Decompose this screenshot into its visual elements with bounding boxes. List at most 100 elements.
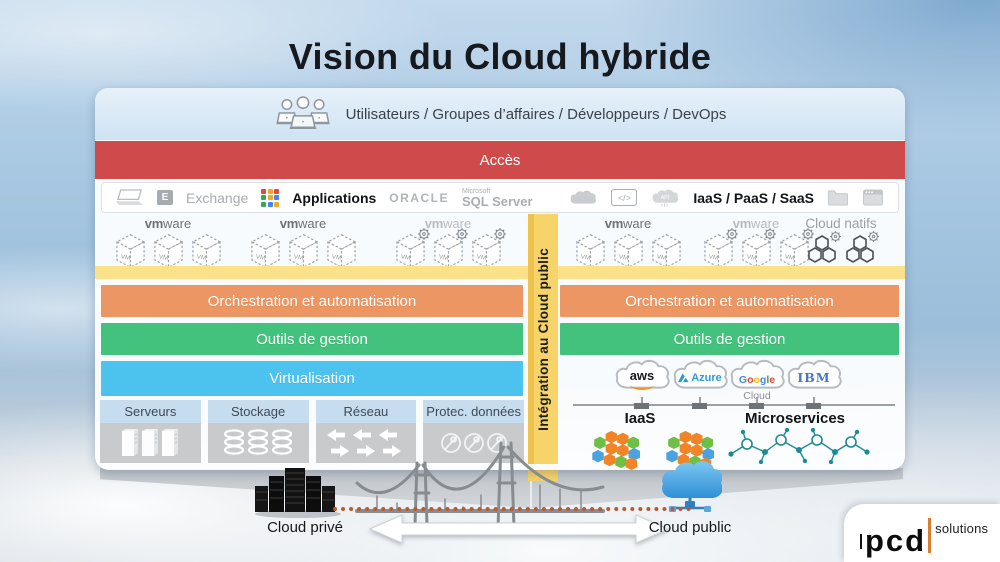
vm-cube-with-gear bbox=[702, 232, 735, 270]
vm-cube bbox=[325, 232, 358, 270]
vm-cube-with-gear bbox=[740, 232, 773, 270]
app-window-icon bbox=[863, 189, 883, 206]
cloud-natives-label: Cloud natifs bbox=[805, 216, 877, 231]
vmware-logo: vm bbox=[424, 216, 444, 231]
applications-right-group: </> API IaaS / PaaS / SaaS bbox=[568, 188, 884, 208]
code-icon: </> bbox=[611, 189, 638, 206]
provider-tap bbox=[806, 403, 821, 409]
vmware-logo-rest: ware bbox=[443, 216, 472, 231]
public-cloud-label: Cloud public bbox=[648, 519, 732, 536]
provider-aws: aws bbox=[613, 354, 671, 409]
cloud-natives-group: Cloud natifs bbox=[783, 216, 899, 264]
provider-stem bbox=[756, 397, 758, 405]
vmware-logo-rest: ware bbox=[298, 216, 327, 231]
provider-tap bbox=[749, 403, 764, 409]
laptop-icon bbox=[116, 189, 144, 205]
applications-bar: E Exchange Applications ORACLE Microsoft… bbox=[101, 182, 899, 213]
providers-connector-line bbox=[573, 404, 895, 406]
vmware-logo-rest: ware bbox=[751, 216, 780, 231]
virtualization-label: Virtualisation bbox=[269, 370, 355, 387]
resource-stockage: Stockage bbox=[207, 400, 309, 463]
azure-label: Azure bbox=[691, 371, 722, 384]
gear-icon bbox=[417, 227, 431, 241]
users-group-icon bbox=[276, 96, 330, 129]
orchestration-bar-right: Orchestration et automatisation bbox=[560, 285, 899, 317]
api-label: API bbox=[661, 194, 669, 200]
gear-icon bbox=[725, 227, 739, 241]
orchestration-left-label: Orchestration et automatisation bbox=[207, 292, 417, 310]
orchestration-bar-left: Orchestration et automatisation bbox=[101, 285, 523, 317]
sql-server-label: Microsoft SQL Server bbox=[462, 188, 533, 208]
users-strip-label: Utilisateurs / Groupes d’affaires / Déve… bbox=[345, 105, 727, 123]
integration-vertical-bar: Intégration au Cloud public bbox=[528, 214, 558, 464]
provider-stem bbox=[699, 397, 701, 405]
storage-disks-icon bbox=[224, 429, 293, 455]
provider-stem bbox=[813, 397, 815, 405]
vmware-cluster-5-containers: vmware bbox=[693, 216, 819, 270]
management-bar-right: Outils de gestion bbox=[560, 323, 899, 355]
cloud-icon bbox=[571, 190, 597, 204]
logo-wordmark: pcd bbox=[865, 522, 927, 558]
orchestration-right-label: Orchestration et automatisation bbox=[625, 292, 834, 310]
vm-cube-with-gear bbox=[470, 232, 503, 270]
provider-stem bbox=[641, 397, 643, 405]
container-hex-icon bbox=[807, 234, 837, 264]
resource-serveurs-label: Serveurs bbox=[100, 400, 201, 423]
applications-label: Applications bbox=[292, 189, 377, 206]
gear-icon bbox=[493, 227, 507, 241]
container-hex-icon bbox=[845, 234, 875, 264]
resource-protection-label: Protec. données bbox=[423, 400, 524, 423]
vmware-logo: vm bbox=[732, 216, 752, 231]
vmware-cluster-4: vmware bbox=[565, 216, 691, 270]
network-arrows-icon bbox=[326, 429, 401, 457]
server-towers-icon bbox=[122, 429, 179, 456]
provider-google-cloud: Google Cloud bbox=[728, 354, 786, 409]
api-cloud-icon: API bbox=[652, 189, 679, 207]
private-datacenter-icon bbox=[255, 468, 341, 518]
logo-suffix: solutions bbox=[935, 521, 989, 536]
gear-icon bbox=[829, 230, 842, 243]
sqlserver-label: SQL Server bbox=[461, 193, 533, 209]
google-cloud-suffix: Cloud bbox=[743, 390, 771, 402]
logo-orange-bar bbox=[928, 518, 932, 553]
oracle-label: ORACLE bbox=[389, 190, 449, 205]
integration-vertical-label: Intégration au Cloud public bbox=[535, 247, 551, 431]
resource-reseau-label: Réseau bbox=[315, 400, 417, 423]
vm-cube bbox=[574, 232, 607, 270]
pcd-solutions-logo: pcd solutions bbox=[844, 504, 1000, 562]
applications-grid-icon bbox=[261, 188, 280, 207]
resource-reseau: Réseau bbox=[315, 400, 417, 463]
microsoft-label: Microsoft bbox=[461, 187, 491, 195]
vm-cube bbox=[190, 232, 223, 270]
logo-left-bar bbox=[860, 534, 862, 549]
vm-cube bbox=[612, 232, 645, 270]
aws-logo: aws bbox=[629, 368, 655, 383]
azure-triangle-icon bbox=[678, 373, 689, 383]
ibm-logo: IBM bbox=[797, 370, 831, 385]
vmware-logo: vm bbox=[144, 216, 164, 231]
network-mesh-icon bbox=[723, 428, 873, 464]
vmware-cluster-3-containers: vmware bbox=[385, 216, 511, 270]
yellow-integration-strip bbox=[95, 266, 905, 279]
management-left-label: Outils de gestion bbox=[256, 330, 368, 348]
gear-icon bbox=[455, 227, 469, 241]
vm-cube-with-gear bbox=[432, 232, 465, 270]
exchange-label: Exchange bbox=[186, 189, 249, 206]
vmware-logo-rest: ware bbox=[623, 216, 652, 231]
architecture-panel: Utilisateurs / Groupes d’affaires / Déve… bbox=[95, 88, 905, 470]
management-right-label: Outils de gestion bbox=[673, 330, 786, 348]
vmware-cluster-2: vmware bbox=[240, 216, 366, 270]
vmware-logo: vm bbox=[604, 216, 624, 231]
bidirectional-arrow bbox=[368, 514, 670, 544]
vm-cube bbox=[249, 232, 282, 270]
vm-cube-with-gear bbox=[394, 232, 427, 270]
provider-tap bbox=[634, 403, 649, 409]
resource-stockage-label: Stockage bbox=[207, 400, 309, 423]
private-cloud-label: Cloud privé bbox=[267, 519, 343, 536]
vm-cube bbox=[650, 232, 683, 270]
applications-left-group: E Exchange Applications ORACLE Microsoft… bbox=[116, 188, 533, 208]
vmware-cluster-1: vmware bbox=[105, 216, 231, 270]
virtualization-bar: Virtualisation bbox=[101, 361, 523, 396]
google-cloud-logo: Google Cloud bbox=[738, 374, 776, 402]
